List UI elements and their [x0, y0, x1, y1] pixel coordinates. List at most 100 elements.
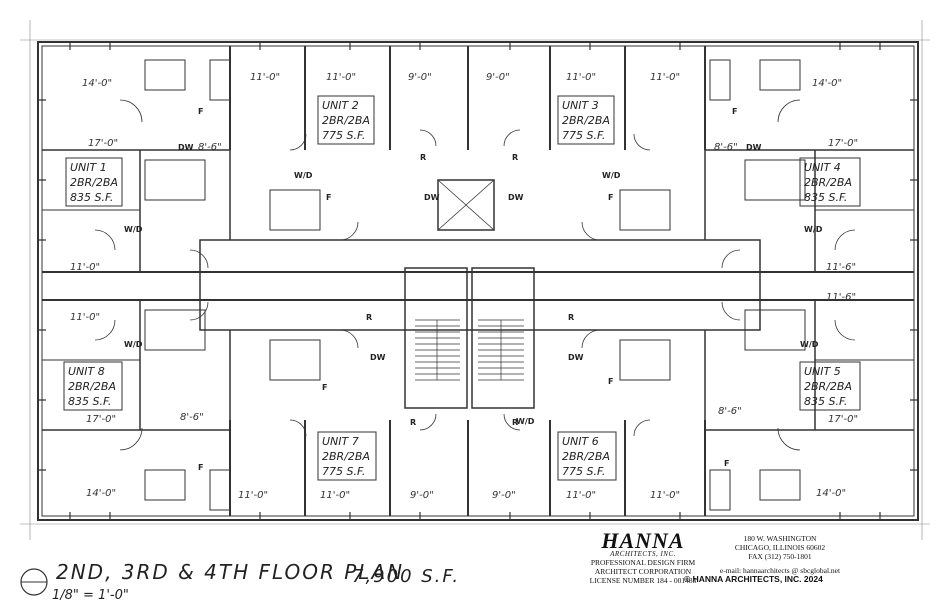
dishwasher-tag: DW	[370, 353, 386, 362]
unit-4-type: 2BR/2BA	[804, 176, 852, 189]
dim-bottom-11-c: 11'-0"	[566, 490, 596, 501]
dim-bottom-11-b: 11'-0"	[320, 490, 350, 501]
unit-2-name: UNIT 2	[322, 99, 359, 112]
dim-right-8-6-bottom: 8'-6"	[718, 406, 742, 417]
elevator-shaft	[437, 179, 495, 231]
unit-label-3: UNIT 3 2BR/2BA 775 S.F.	[557, 95, 615, 145]
dim-bottom-9-a: 9'-0"	[410, 490, 434, 501]
firm-address-2: CHICAGO, ILLINOIS 60602	[734, 543, 826, 552]
dimension-labels: 14'-0" 14'-0" 14'-0" 14'-0" 17'-0" 17'-0…	[70, 72, 858, 501]
dim-top-11-c: 11'-0"	[566, 72, 596, 83]
firm-address-1: 180 W. WASHINGTON	[743, 534, 817, 543]
unit-2-area: 775 S.F.	[322, 129, 365, 142]
unit-label-4: UNIT 4 2BR/2BA 835 S.F.	[799, 157, 861, 207]
washer-dryer-tag: W/D	[804, 225, 823, 234]
corridor	[42, 271, 914, 301]
dim-left-17-bottom: 17'-0"	[86, 414, 116, 425]
fridge-tag: F	[198, 463, 203, 472]
firm-line-2: ARCHITECT CORPORATION	[594, 567, 692, 576]
washer-dryer-tag: W/D	[124, 340, 143, 349]
dim-bottom-11-a: 11'-0"	[238, 490, 268, 501]
range-tag: R	[568, 313, 574, 322]
unit-6-name: UNIT 6	[562, 435, 599, 448]
dim-left-17-top: 17'-0"	[88, 138, 118, 149]
dishwasher-tag: DW	[424, 193, 440, 202]
dishwasher-tag: DW	[178, 143, 194, 152]
unit-7-area: 775 S.F.	[322, 465, 365, 478]
firm-address-block: 180 W. WASHINGTON CHICAGO, ILLINOIS 6060…	[700, 534, 860, 575]
unit-4-name: UNIT 4	[804, 161, 841, 174]
dim-left-11-b: 11'-0"	[70, 312, 100, 323]
unit-2-type: 2BR/2BA	[322, 114, 370, 127]
firm-license: LICENSE NUMBER 184 - 001485	[589, 576, 697, 585]
range-tag: R	[420, 153, 426, 162]
unit-8-area: 835 S.F.	[68, 395, 111, 408]
dim-top-9-b: 9'-0"	[486, 72, 510, 83]
range-tag: R	[512, 153, 518, 162]
dishwasher-tag: DW	[508, 193, 524, 202]
unit-4-area: 835 S.F.	[804, 191, 847, 204]
washer-dryer-tag: W/D	[800, 340, 819, 349]
firm-title-block: HANNA ARCHITECTS, INC. PROFESSIONAL DESI…	[578, 530, 708, 586]
plan-total-area: 7,900 S.F.	[352, 566, 461, 587]
fridge-tag: F	[724, 459, 729, 468]
washer-dryer-tag: W/D	[516, 417, 535, 426]
unit-1-name: UNIT 1	[70, 161, 107, 174]
unit-7-name: UNIT 7	[322, 435, 359, 448]
dishwasher-tag: DW	[746, 143, 762, 152]
firm-logo-sub: ARCHITECTS, INC.	[610, 550, 676, 558]
fixture-tags: F F F F F F F F R R R R R R DW DW DW DW …	[124, 107, 823, 472]
firm-line-1: PROFESSIONAL DESIGN FIRM	[590, 558, 696, 567]
unit-6-type: 2BR/2BA	[562, 450, 610, 463]
unit-label-1: UNIT 1 2BR/2BA 835 S.F.	[65, 157, 123, 207]
unit-label-5: UNIT 5 2BR/2BA 835 S.F.	[799, 361, 861, 411]
unit-5-type: 2BR/2BA	[804, 380, 852, 393]
firm-fax: FAX (312) 750-1801	[748, 552, 812, 561]
unit-7-type: 2BR/2BA	[322, 450, 370, 463]
unit-label-6: UNIT 6 2BR/2BA 775 S.F.	[557, 431, 617, 481]
dim-bottom-left-14: 14'-0"	[86, 488, 116, 499]
fridge-tag: F	[322, 383, 327, 392]
range-tag: R	[512, 418, 518, 427]
dim-top-right-14: 14'-0"	[812, 78, 842, 89]
unit-3-type: 2BR/2BA	[562, 114, 610, 127]
dim-right-11-6-a: 11'-6"	[826, 262, 856, 273]
dim-top-9-a: 9'-0"	[408, 72, 432, 83]
dishwasher-tag: DW	[568, 353, 584, 362]
dim-top-11-d: 11'-0"	[650, 72, 680, 83]
unit-label-8: UNIT 8 2BR/2BA 835 S.F.	[63, 361, 123, 411]
unit-8-type: 2BR/2BA	[68, 380, 116, 393]
dim-left-11-a: 11'-0"	[70, 262, 100, 273]
dim-top-11-a: 11'-0"	[250, 72, 280, 83]
plan-title: 2ND, 3RD & 4TH FLOOR PLAN	[56, 560, 405, 584]
washer-dryer-tag: W/D	[294, 171, 313, 180]
dim-top-left-14: 14'-0"	[82, 78, 112, 89]
stair-right	[471, 267, 535, 409]
fridge-tag: F	[198, 107, 203, 116]
unit-8-name: UNIT 8	[68, 365, 105, 378]
fridge-tag: F	[608, 377, 613, 386]
dim-bottom-11-d: 11'-0"	[650, 490, 680, 501]
unit-5-area: 835 S.F.	[804, 395, 847, 408]
range-tag: R	[366, 313, 372, 322]
unit-1-area: 835 S.F.	[70, 191, 113, 204]
plan-scale: 1/8" = 1'-0"	[52, 588, 129, 603]
fridge-tag: F	[732, 107, 737, 116]
unit-label-7: UNIT 7 2BR/2BA 775 S.F.	[317, 431, 377, 481]
dim-left-8-6-top: 8'-6"	[198, 142, 222, 153]
copyright-notice: © HANNA ARCHITECTS, INC. 2024	[684, 574, 823, 584]
stair-left	[404, 267, 468, 409]
unit-label-2: UNIT 2 2BR/2BA 775 S.F.	[317, 95, 375, 145]
unit-1-type: 2BR/2BA	[70, 176, 118, 189]
washer-dryer-tag: W/D	[124, 225, 143, 234]
unit-6-area: 775 S.F.	[562, 465, 605, 478]
building-outline	[37, 41, 919, 521]
dim-left-8-6-bottom: 8'-6"	[180, 412, 204, 423]
unit-3-name: UNIT 3	[562, 99, 599, 112]
dim-right-8-6-top: 8'-6"	[714, 142, 738, 153]
dim-right-11-6-b: 11'-6"	[826, 292, 856, 303]
firm-email: e-mail: hannaarchitects @ sbcglobal.net	[719, 566, 841, 575]
fridge-tag: F	[608, 193, 613, 202]
